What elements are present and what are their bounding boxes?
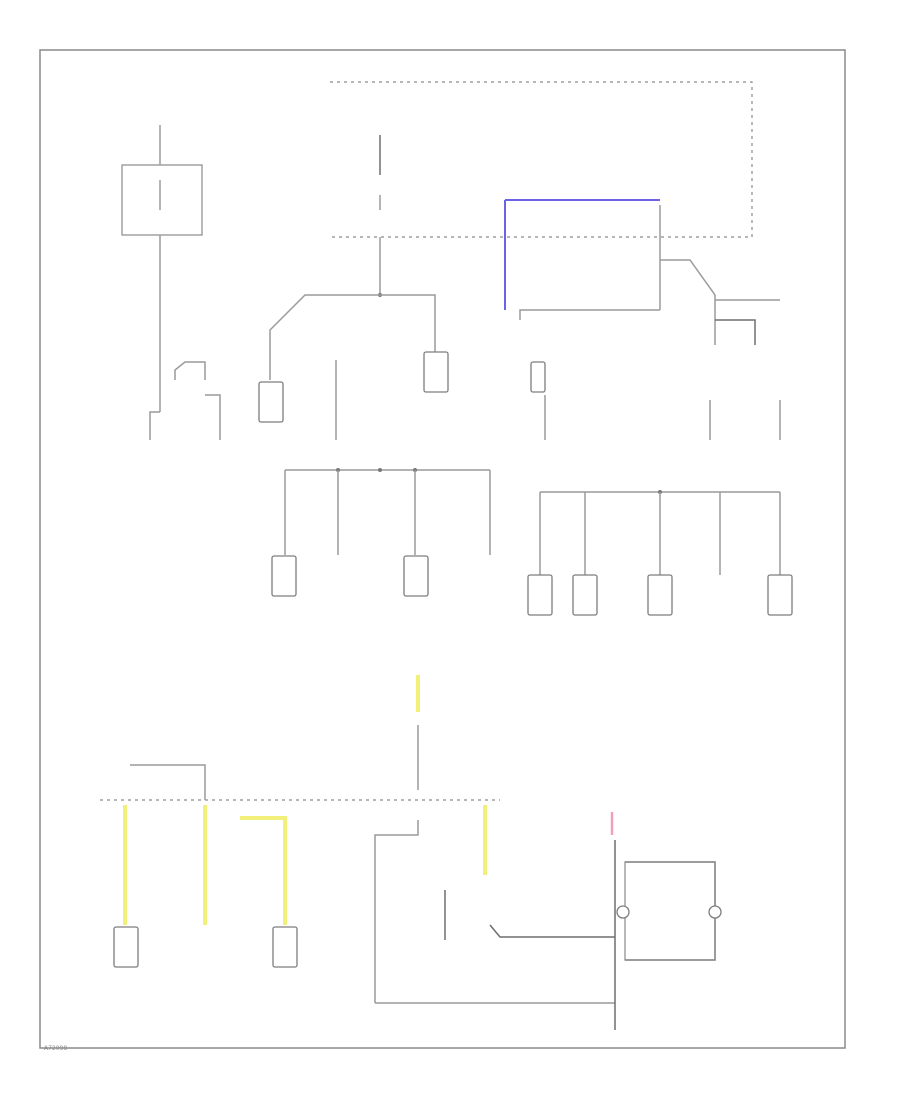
- injector-1: [271, 555, 297, 597]
- diagram-code: A72098: [44, 1045, 67, 1052]
- underhood-fuse-relay-box: [330, 81, 753, 238]
- center-branches: [269, 294, 436, 440]
- bulb-left: [616, 905, 630, 919]
- sensor-1: [527, 574, 553, 616]
- control-relay: [530, 361, 546, 393]
- right-lower-bus: [539, 490, 781, 575]
- switch-left: [149, 361, 221, 440]
- switch-center: [374, 805, 615, 1004]
- right-fuse-column: [504, 199, 780, 345]
- passenger-fuse-box-left: [121, 125, 203, 236]
- component-left-1: [258, 381, 284, 423]
- sensor-5: [767, 574, 793, 616]
- motor-power-window: [272, 926, 298, 968]
- injector-3: [403, 555, 429, 597]
- center-lower-bus: [284, 468, 491, 555]
- component-center-right: [423, 351, 449, 393]
- bulb-right: [708, 905, 722, 919]
- illumination-box: [610, 812, 722, 1030]
- diagram-frame: [39, 49, 846, 1049]
- lamp-left: [113, 926, 139, 968]
- center-fuse-column: [378, 135, 382, 297]
- sensor-2: [572, 574, 598, 616]
- sensor-3: [647, 574, 673, 616]
- left-feeds: [123, 764, 287, 925]
